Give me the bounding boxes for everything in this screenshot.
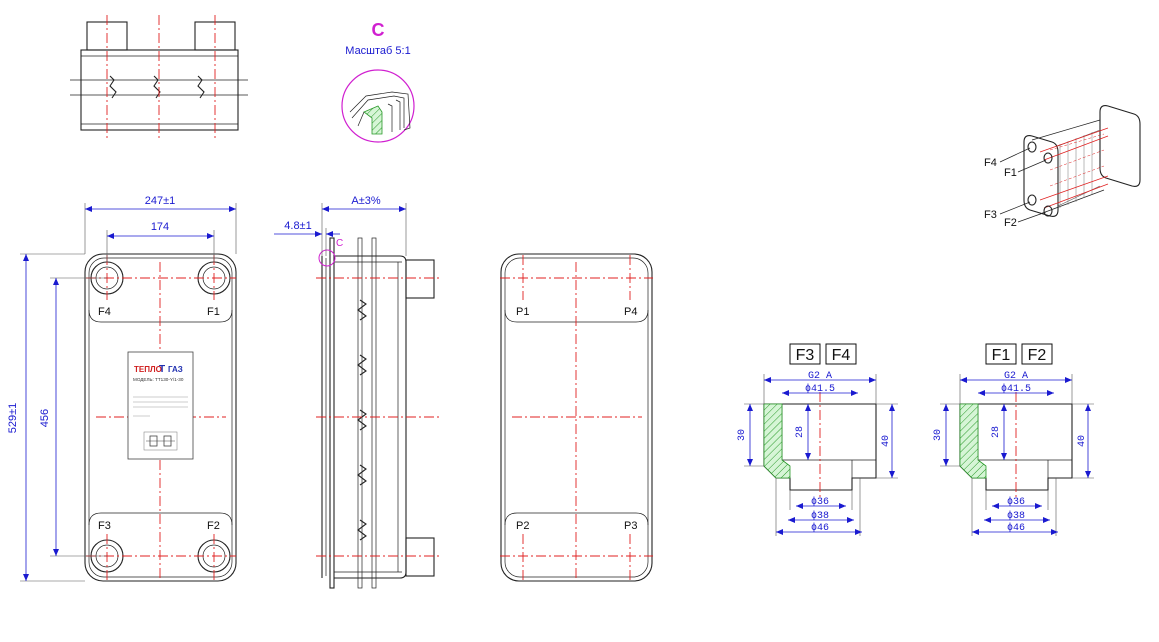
name-plate: ТЕПЛО Т ГАЗ МОДЕЛЬ: ТТ130-Y/1-30: [127, 351, 194, 460]
tag-label: F2: [1028, 347, 1047, 364]
iso-label-f4: F4: [984, 157, 997, 169]
dia-46-dim: ϕ46: [1007, 522, 1025, 534]
dia-36-dim: ϕ36: [1007, 496, 1025, 508]
height-40-dim: 40: [881, 435, 892, 447]
iso-label-f2: F2: [1004, 217, 1017, 229]
isometric-view: F4 F1 F3 F2: [984, 105, 1141, 229]
bore-dim: ϕ41.5: [1001, 383, 1031, 395]
iso-label-f1: F1: [1004, 167, 1017, 179]
height-30-dim: 30: [737, 429, 748, 441]
height-dim: 529±1: [7, 403, 19, 434]
port-label-f2: F2: [207, 520, 220, 532]
tag-box: [985, 343, 1017, 365]
brand-left: ТЕПЛО: [134, 365, 162, 374]
tag-box: [1021, 343, 1053, 365]
dia-36-dim: ϕ36: [811, 496, 829, 508]
hatched-section: [763, 403, 791, 479]
width-dim: 247±1: [145, 195, 176, 207]
height-28-dim: 28: [795, 426, 806, 438]
port-spacing-v-dim: 456: [39, 409, 51, 427]
tag-box: [825, 343, 857, 365]
tag-label: F4: [832, 347, 851, 364]
detail-c: C Масштаб 5:1: [341, 20, 415, 143]
port-label-p4: P4: [624, 306, 637, 318]
tag-box: [789, 343, 821, 365]
height-40-dim: 40: [1077, 435, 1088, 447]
brand-right: ГАЗ: [168, 365, 183, 374]
thread-dim: G2 A: [808, 371, 832, 382]
height-30-dim: 30: [933, 429, 944, 441]
port-label-p3: P3: [624, 520, 637, 532]
offset-dim: 4.8±1: [284, 220, 311, 232]
port-label-p2: P2: [516, 520, 529, 532]
brand-mid: Т: [159, 364, 165, 375]
hatched-section: [959, 403, 987, 479]
detail-scale-label: Масштаб 5:1: [345, 45, 410, 57]
port-label-f1: F1: [207, 306, 220, 318]
port-label-f4: F4: [98, 306, 111, 318]
dia-46-dim: ϕ46: [811, 522, 829, 534]
bore-dim: ϕ41.5: [805, 383, 835, 395]
tag-label: F3: [796, 347, 815, 364]
dia-38-dim: ϕ38: [1007, 510, 1025, 522]
back-view: P1 P4 P2 P3: [500, 253, 653, 582]
port-label-f3: F3: [98, 520, 111, 532]
thread-dim: G2 A: [1004, 371, 1028, 382]
port-spacing-h-dim: 174: [151, 221, 169, 233]
top-view: [70, 15, 248, 140]
dia-38-dim: ϕ38: [811, 510, 829, 522]
iso-label-f3: F3: [984, 209, 997, 221]
port-label-p1: P1: [516, 306, 529, 318]
tag-label: F1: [992, 347, 1011, 364]
plate-model: МОДЕЛЬ: ТТ130-Y/1-30: [133, 377, 184, 382]
detail-letter: C: [372, 20, 385, 40]
thickness-dim: A±3%: [351, 195, 380, 207]
front-view: F4 F1 F3 F2 ТЕПЛО Т ГАЗ МОДЕЛЬ: ТТ130-Y/…: [7, 195, 237, 582]
height-28-dim: 28: [991, 426, 1002, 438]
side-view: C A±3% 4.8±1: [274, 195, 440, 589]
detail-marker: C: [336, 238, 343, 249]
